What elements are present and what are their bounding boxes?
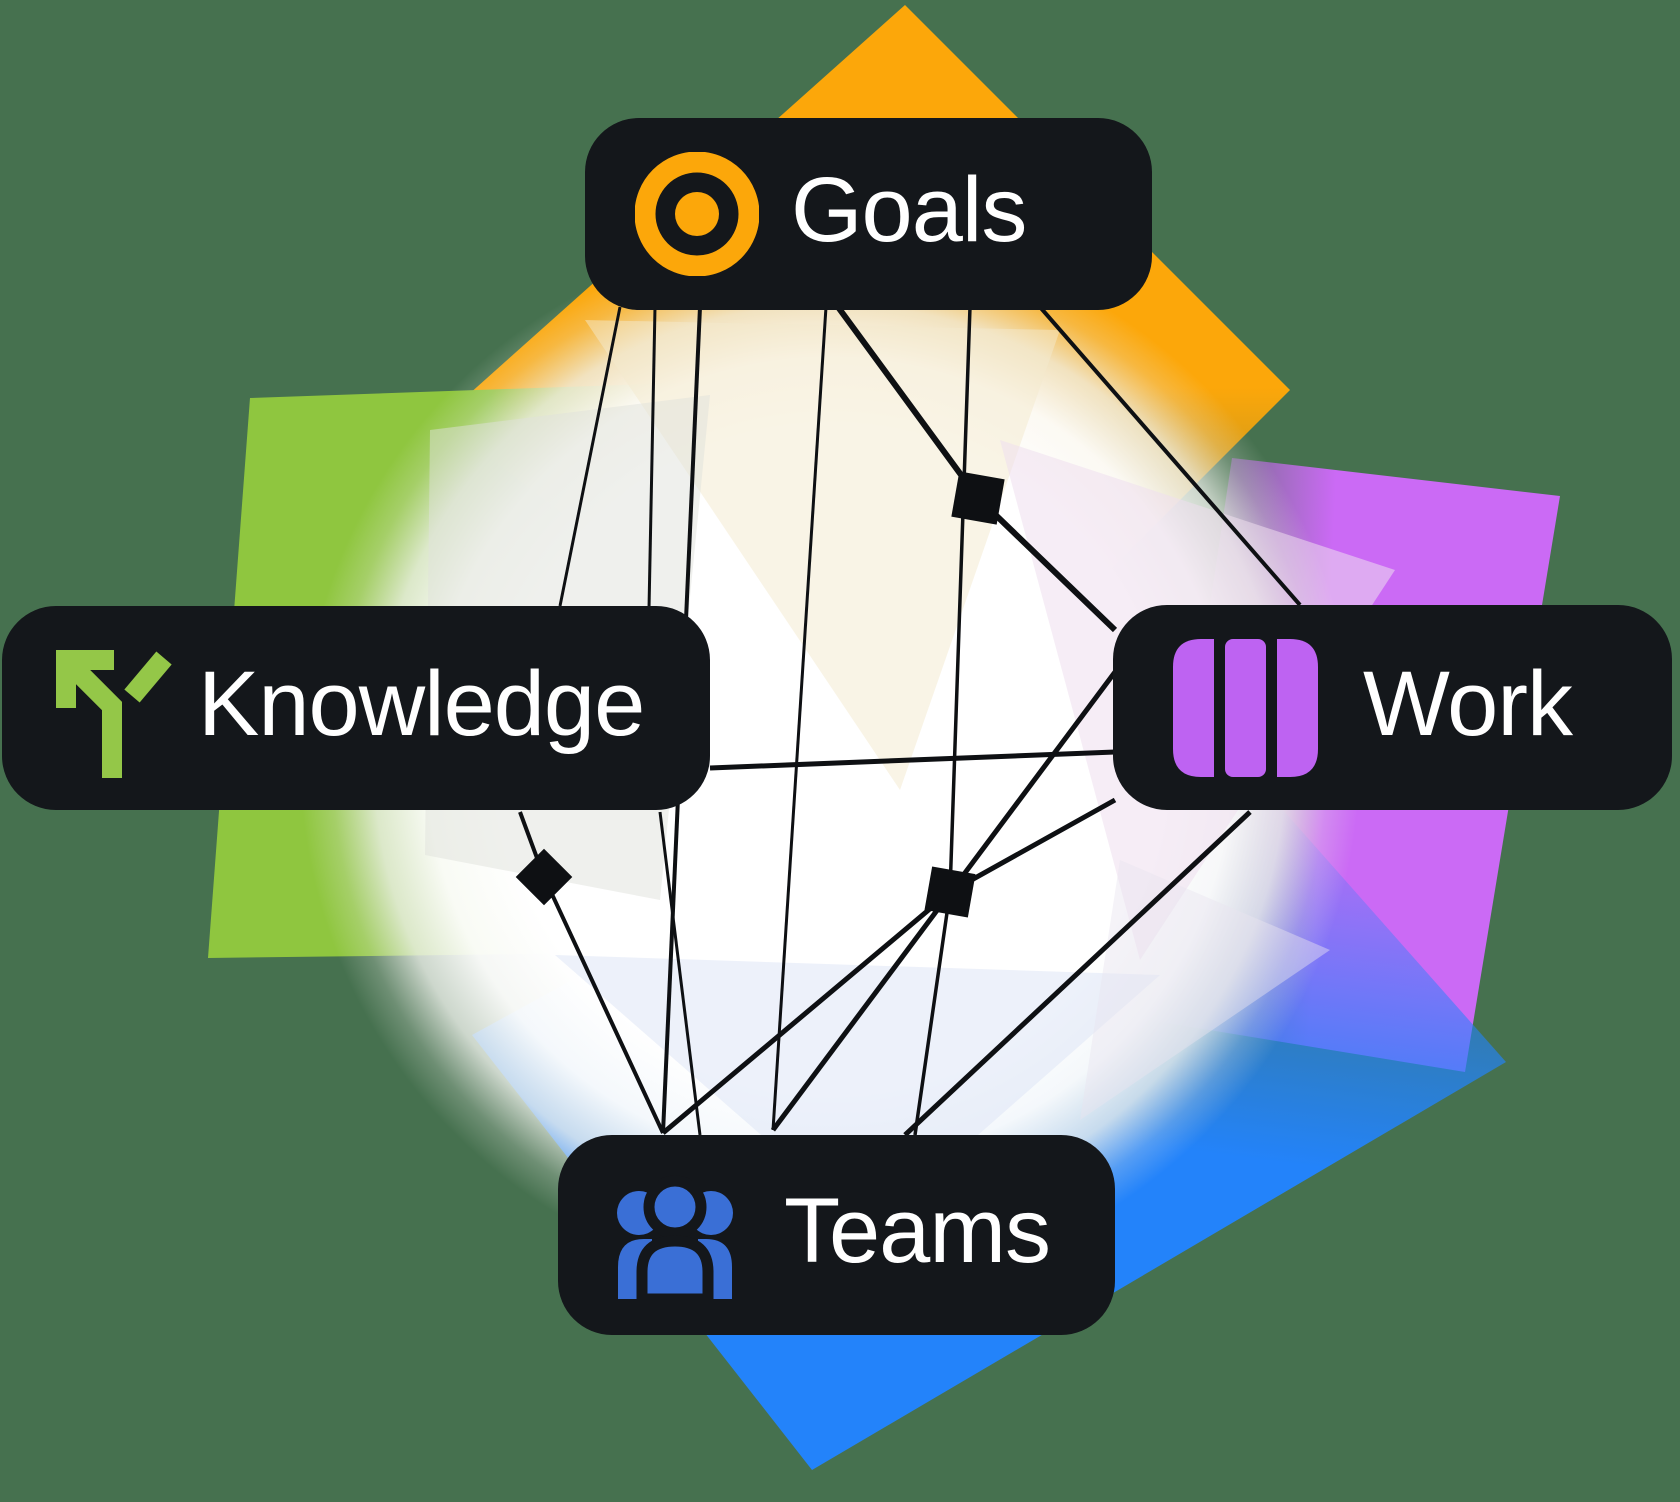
people-icon: [614, 1169, 736, 1301]
target-icon: [635, 152, 759, 276]
node-goals[interactable]: Goals: [585, 118, 1152, 310]
connector-node: [951, 471, 1005, 525]
node-teams[interactable]: Teams: [558, 1135, 1115, 1335]
connector-nodes: [515, 471, 1005, 918]
node-label: Goals: [791, 159, 1027, 261]
node-label: Work: [1363, 652, 1573, 755]
node-knowledge[interactable]: Knowledge: [2, 606, 710, 810]
connector-node: [515, 848, 573, 906]
board-columns-icon: [1173, 638, 1318, 777]
node-label: Teams: [784, 1180, 1051, 1282]
node-label: Knowledge: [198, 653, 645, 755]
connector-node: [924, 866, 976, 918]
branch-arrow-icon: [54, 638, 174, 778]
node-work[interactable]: Work: [1113, 605, 1672, 810]
